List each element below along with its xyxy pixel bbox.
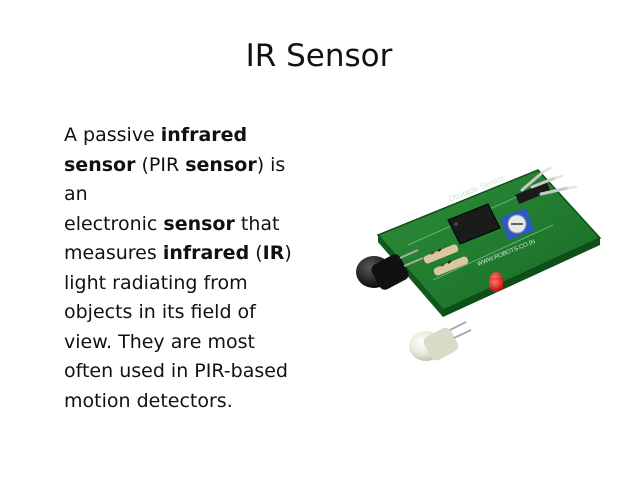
bold-text-run: infrared <box>160 124 248 146</box>
bold-text-run: infrared <box>162 242 250 264</box>
text-run: light radiating from <box>64 271 248 294</box>
bold-text-run: sensor <box>163 212 235 235</box>
bold-text-run: sensor <box>64 153 136 176</box>
body-line: light radiating from <box>64 269 334 299</box>
bold-text-run: sensor <box>185 153 257 176</box>
slide-title: IR Sensor <box>245 38 393 74</box>
resistors <box>423 244 469 276</box>
pin-header <box>515 166 578 205</box>
ic-chip <box>447 203 501 245</box>
body-line: measures infrared (IR) <box>64 239 334 269</box>
text-run: view. They are most <box>64 330 255 353</box>
text-run: A passive <box>64 124 161 146</box>
body-line: A passive infrared <box>64 121 334 151</box>
red-led <box>489 272 503 292</box>
text-run: ( <box>249 242 263 264</box>
text-run: that <box>234 212 280 235</box>
body-line: sensor (PIR sensor) is <box>64 151 334 181</box>
ir-receiver-black <box>356 249 424 290</box>
text-run: ) is <box>256 153 286 176</box>
text-run: electronic <box>64 212 164 235</box>
bold-text-run: IR <box>262 242 285 264</box>
ir-sensor-module-image: Obstacle Sensor WWW.ROBOTS.CO.IN <box>356 166 602 361</box>
body-line: motion detectors. <box>64 387 334 417</box>
body-line: an <box>64 180 334 210</box>
text-run: (PIR <box>135 153 186 176</box>
potentiometer <box>500 208 534 240</box>
body-line: objects in its field of <box>64 298 334 328</box>
text-run: objects in its field of <box>64 301 256 323</box>
ir-emitter-clear <box>409 321 472 361</box>
text-run: an <box>64 183 88 205</box>
body-line: electronic sensor that <box>64 210 334 240</box>
text-run: often used in PIR-based <box>64 360 288 382</box>
text-run: measures <box>64 242 163 264</box>
body-line: often used in PIR-based <box>64 357 334 387</box>
text-run: motion detectors. <box>64 389 233 412</box>
body-line: view. They are most <box>64 328 334 358</box>
text-run: ) <box>284 242 292 264</box>
